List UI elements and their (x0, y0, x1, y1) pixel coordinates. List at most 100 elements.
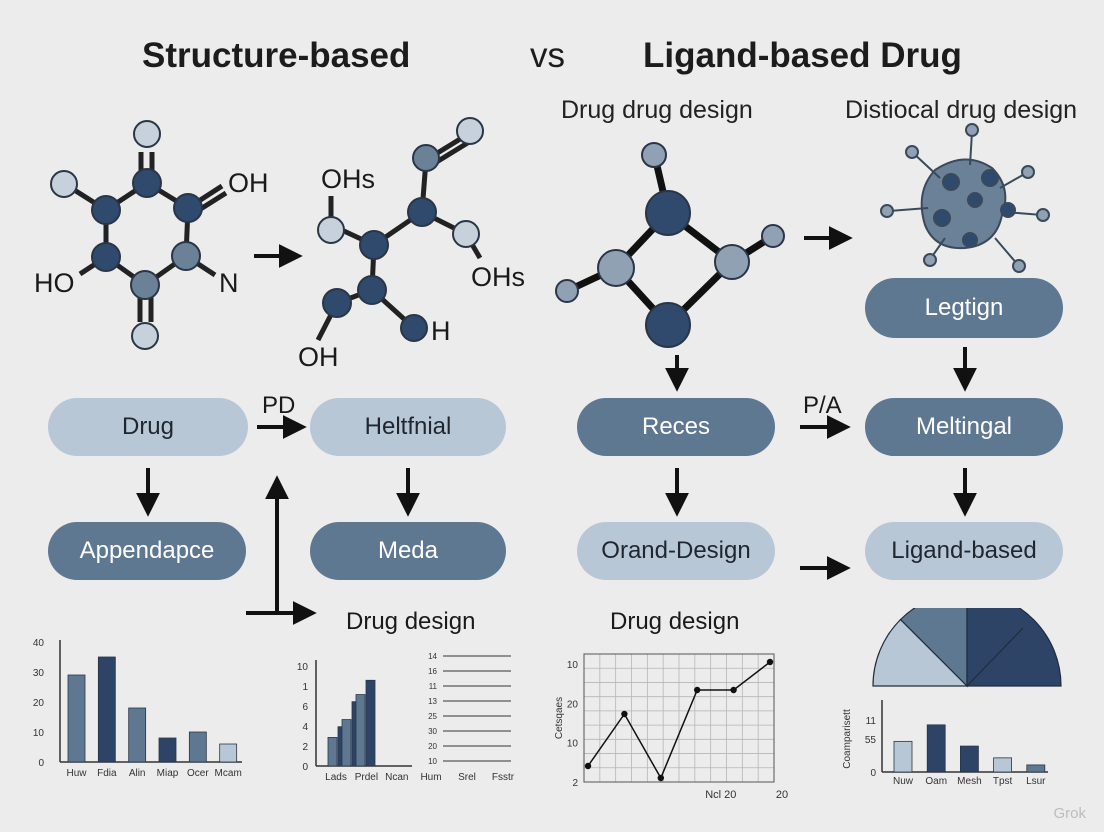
node-meltingal: Meltingal (865, 398, 1063, 456)
x-tick-label: Huw (66, 768, 87, 779)
bar (365, 679, 376, 767)
bar (960, 745, 979, 773)
node-appendapce: Appendapce (48, 522, 246, 580)
row-label: 14 (428, 652, 437, 661)
protein-cluster (880, 123, 1050, 273)
bar (341, 719, 352, 767)
bar (158, 737, 177, 763)
title-right: Ligand-based Drug (643, 36, 962, 75)
x-tick-label: Tpst (993, 776, 1013, 786)
y-tick-label: 6 (302, 702, 308, 713)
node-heltfnial: Heltfnial (310, 398, 506, 456)
bar (327, 737, 338, 767)
x-tick-label: Fdia (97, 768, 117, 779)
series-line (587, 661, 771, 780)
x-tick-label: Lsur (1026, 776, 1046, 786)
x-tick-label: Mcam (215, 768, 242, 779)
data-point (584, 762, 592, 770)
y-tick-label: 10 (297, 662, 309, 673)
y-tick-label: 55 (865, 735, 877, 746)
title-vs: vs (530, 36, 565, 75)
row-label: 25 (428, 712, 437, 721)
x-tick-label: Ncl 20 (705, 789, 736, 801)
y-tick-label: 10 (33, 728, 45, 739)
y-tick-label: 30 (33, 668, 45, 679)
plot-frame (583, 653, 775, 783)
label-oh-2: OH (298, 342, 339, 372)
x-tick-label: Fsstr (492, 772, 515, 783)
y-tick-label: 0 (870, 768, 876, 779)
row-label: 16 (428, 667, 437, 676)
molecule-1-atoms (50, 120, 203, 350)
row-label: 11 (429, 682, 438, 691)
label-ohs-2: OHs (471, 262, 525, 292)
edge-label-pd: PD (262, 392, 296, 419)
subtitle-a: Drug drug design (561, 96, 753, 124)
y-tick-label: 11 (866, 716, 877, 727)
label-oh-1: OH (228, 168, 269, 198)
data-point (766, 658, 774, 666)
label-ohs-1: OHs (321, 164, 375, 194)
node-reces: Reces (577, 398, 775, 456)
data-point (621, 710, 628, 718)
y-tick-label: 4 (302, 722, 308, 733)
y-tick-label: 40 (33, 638, 45, 649)
y-axis-label: Cetsqaes (554, 697, 565, 739)
label-n-1: N (219, 268, 239, 298)
y-tick-label: 10 (567, 660, 579, 671)
bar (219, 743, 238, 763)
y-tick-label: 10 (567, 739, 579, 750)
bar (67, 674, 86, 763)
bar (355, 694, 366, 767)
node-meda: Meda (310, 522, 506, 580)
bar (1026, 764, 1046, 773)
node-drug: Drug (48, 398, 248, 456)
x-tick-label: Lads (325, 772, 347, 783)
y-tick-label: 2 (302, 742, 308, 753)
node-legtign: Legtign (865, 278, 1063, 338)
row-label: 13 (428, 697, 437, 706)
label-h-1: H (431, 316, 451, 346)
flow-arrows (136, 347, 977, 625)
y-axis-label: Coamparisett (842, 709, 853, 769)
edge-label-pa: P/A (803, 392, 842, 419)
data-point (694, 686, 701, 694)
y-tick-label: 0 (302, 762, 308, 773)
subtitle-b: Distiocal drug design (845, 96, 1078, 124)
bar (993, 757, 1013, 773)
y-tick-label: 2 (572, 778, 578, 789)
bar (188, 731, 207, 763)
pie-divider (966, 627, 1024, 687)
section-title-1: Drug design (346, 608, 476, 635)
y-tick-label: 0 (38, 758, 44, 769)
x-tick-label: Hum (420, 772, 441, 783)
pie-slice (966, 608, 1062, 687)
data-point (657, 774, 664, 782)
section-title-2: Drug design (610, 608, 740, 635)
x-tick-label: Nuw (893, 776, 914, 786)
label-ho-1: HO (34, 268, 75, 298)
chart-pie-5 (872, 608, 1062, 688)
y-tick-label: 1 (302, 682, 308, 693)
y-tick-label: 20 (567, 699, 579, 710)
x-tick-label: Alin (129, 768, 146, 779)
bar (97, 656, 116, 763)
x-tick-label: Oam (925, 776, 947, 786)
bar (893, 740, 913, 773)
molecule-2-atoms (317, 117, 484, 342)
x-tick-label: Prdel (355, 772, 378, 783)
watermark: Grok (1053, 805, 1086, 822)
x-tick-label: 20 (776, 789, 788, 801)
x-tick-label: Ncan (385, 772, 408, 783)
data-point (730, 686, 737, 694)
x-tick-label: Srel (458, 772, 476, 783)
pie-slice (872, 618, 969, 687)
node-orand-design: Orand-Design (577, 522, 775, 580)
row-label: 20 (428, 742, 437, 751)
molecule-3 (567, 156, 775, 328)
bar (128, 707, 147, 763)
